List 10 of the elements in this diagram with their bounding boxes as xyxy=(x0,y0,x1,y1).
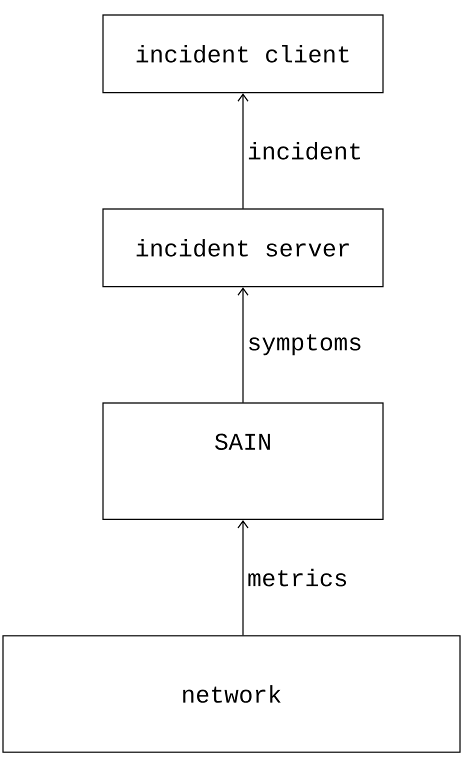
component-box: SAIN xyxy=(102,402,384,520)
arrow xyxy=(238,520,248,636)
edge-label: symptoms xyxy=(249,334,360,356)
component-box: incident server xyxy=(102,208,384,288)
arrow xyxy=(238,287,248,402)
arrow xyxy=(238,93,248,208)
edge-label: incident xyxy=(248,142,360,160)
edge-label: metrics xyxy=(248,568,346,586)
component-box: network xyxy=(2,635,461,753)
component-box: incident client xyxy=(102,14,384,94)
